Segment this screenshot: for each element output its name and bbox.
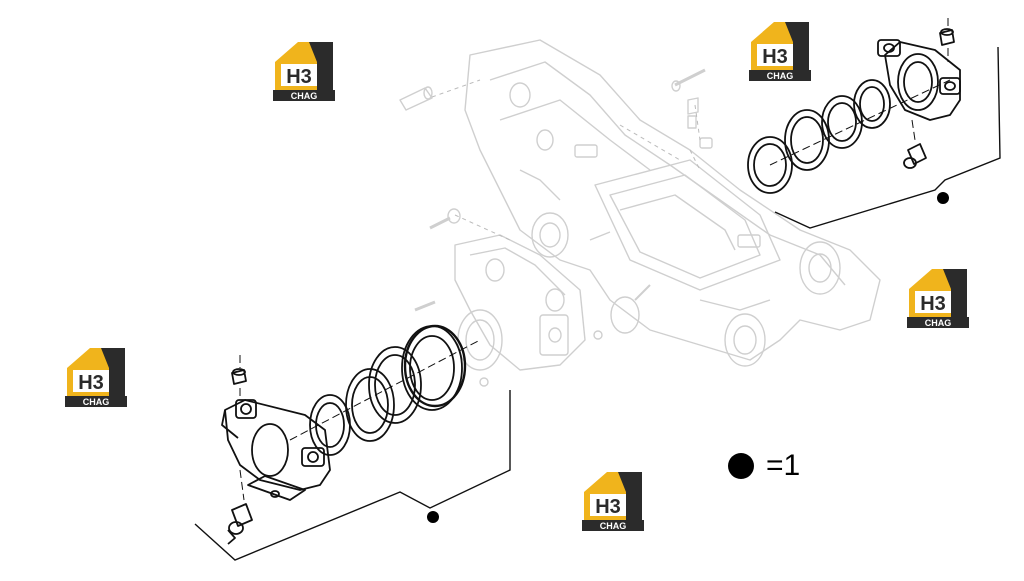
left-callout-bracket [194, 390, 511, 561]
h3-logo-icon: H3 CHAG [65, 348, 127, 407]
right-callout-dot [937, 192, 949, 204]
legend-text: =1 [766, 449, 801, 482]
right-callout-bracket [774, 46, 1001, 229]
background-guide-lines [431, 79, 701, 241]
right-assembly-axis-lines [769, 18, 951, 166]
h3-logo-icon: H3 CHAG [907, 269, 969, 328]
left-bearing-assembly [221, 324, 467, 545]
h3-logo-icon: H3 CHAG [582, 472, 644, 531]
logo-letters: H3 [78, 372, 104, 394]
right-bearing-assembly [747, 28, 961, 194]
watermark-logo-1: H3 CHAG [271, 40, 337, 102]
logo-text: CHAG [291, 91, 318, 101]
watermark-logo-5: H3 CHAG [580, 470, 646, 532]
watermark-logo-3: H3 CHAG [905, 267, 971, 329]
left-callout-dot [427, 511, 439, 523]
logo-letters: H3 [762, 46, 788, 68]
logo-text: CHAG [83, 397, 110, 407]
logo-letters: H3 [920, 293, 946, 315]
logo-letters: H3 [595, 496, 621, 518]
watermark-logo-4: H3 CHAG [63, 346, 129, 408]
filled-circle-icon [728, 453, 754, 479]
logo-text: CHAG [925, 318, 952, 328]
h3-logo-icon: H3 CHAG [273, 42, 335, 101]
logo-text: CHAG [600, 521, 627, 531]
h3-logo-icon: H3 CHAG [749, 22, 811, 81]
axle-frame-background [399, 39, 881, 387]
logo-text: CHAG [767, 71, 794, 81]
quantity-legend: =1 [728, 448, 800, 484]
left-assembly-axis-lines [239, 339, 481, 501]
watermark-logo-2: H3 CHAG [747, 20, 813, 82]
logo-letters: H3 [286, 66, 312, 88]
